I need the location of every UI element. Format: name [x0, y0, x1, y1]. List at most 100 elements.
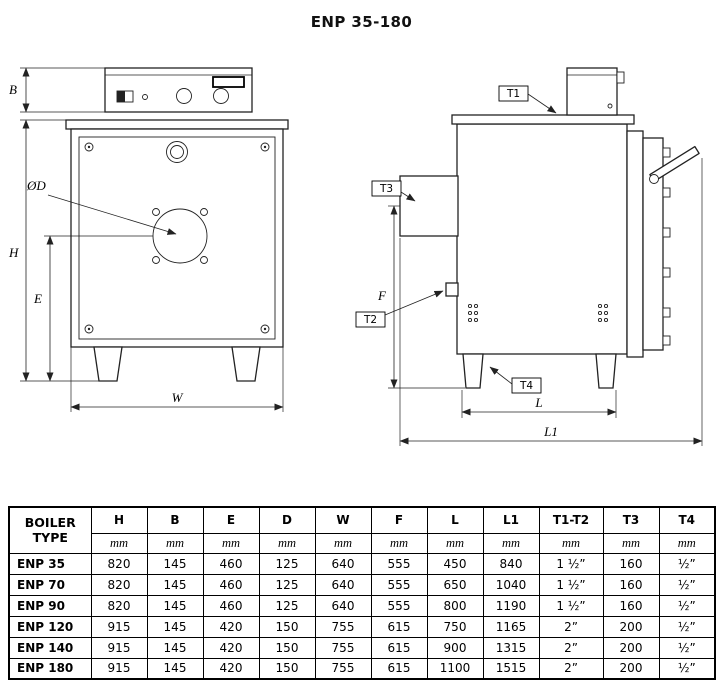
value-cell: 615: [370, 657, 428, 680]
control-panel-side: [566, 67, 625, 116]
front-dimensions: B H E W ØD: [8, 67, 284, 412]
unit-cell: mm: [314, 532, 372, 554]
panel-plate: [212, 76, 245, 88]
value-cell: 145: [146, 615, 204, 638]
value-cell: 145: [146, 594, 204, 617]
value-cell: 450: [426, 552, 484, 575]
thermostat-knob: [176, 88, 192, 104]
col-header-w: W: [314, 506, 372, 534]
value-cell: 1 ½”: [538, 552, 604, 575]
table-row: ENP 90 820 145 460 125 640 555 800 1190 …: [8, 594, 716, 617]
unit-cell: mm: [426, 532, 484, 554]
unit-cell: mm: [370, 532, 428, 554]
value-cell: 145: [146, 573, 204, 596]
dim-label-l: L: [534, 395, 542, 410]
value-cell: ½”: [658, 636, 716, 659]
front-view: B H E W ØD: [8, 67, 289, 412]
value-cell: 150: [258, 636, 316, 659]
value-cell: 200: [602, 657, 660, 680]
col-header-t1-t2: T1-T2: [538, 506, 604, 534]
type-cell: ENP 70: [8, 573, 92, 596]
return-connection: [445, 282, 459, 297]
lever-pivot: [649, 174, 659, 184]
indicator-lamp: [142, 94, 148, 100]
value-cell: 820: [90, 573, 148, 596]
value-cell: 1165: [482, 615, 540, 638]
t1-tag-box: [498, 85, 529, 102]
value-cell: 145: [146, 552, 204, 575]
dim-label-e: E: [33, 291, 42, 306]
value-cell: 125: [258, 573, 316, 596]
value-cell: 160: [602, 594, 660, 617]
dim-label-f: F: [377, 288, 387, 303]
value-cell: 1 ½”: [538, 573, 604, 596]
col-header-f: F: [370, 506, 428, 534]
value-cell: 200: [602, 615, 660, 638]
table-row: ENP 35 820 145 460 125 640 555 450 840 1…: [8, 552, 716, 575]
legs-side: [462, 353, 617, 389]
t4-tag: T4: [519, 380, 533, 392]
value-cell: 900: [426, 636, 484, 659]
burner-door-flange: [626, 130, 700, 358]
dim-label-l1: L1: [543, 424, 558, 439]
value-cell: 2”: [538, 636, 604, 659]
col-header-t3: T3: [602, 506, 660, 534]
unit-cell: mm: [482, 532, 540, 554]
value-cell: 915: [90, 657, 148, 680]
value-cell: 915: [90, 636, 148, 659]
value-cell: 1315: [482, 636, 540, 659]
col-header-l: L: [426, 506, 484, 534]
value-cell: 555: [370, 552, 428, 575]
table-row: ENP 70 820 145 460 125 640 555 650 1040 …: [8, 573, 716, 596]
value-cell: 640: [314, 573, 372, 596]
dim-label-b: B: [9, 82, 17, 97]
legs-front: [93, 346, 261, 382]
side-dimensions: F L L1: [377, 158, 703, 446]
value-cell: 1515: [482, 657, 540, 680]
value-cell: 1 ½”: [538, 594, 604, 617]
value-cell: 800: [426, 594, 484, 617]
value-cell: 555: [370, 594, 428, 617]
value-cell: 755: [314, 636, 372, 659]
top-plate-side: [451, 114, 635, 125]
connection-tags: T1 T3 T2 T4: [355, 85, 557, 394]
type-cell: ENP 180: [8, 657, 92, 680]
value-cell: 460: [202, 573, 260, 596]
thermostat-knob: [213, 88, 229, 104]
dim-label-w: W: [172, 390, 184, 405]
type-cell: ENP 140: [8, 636, 92, 659]
value-cell: 420: [202, 657, 260, 680]
dim-label-h: H: [8, 245, 19, 260]
value-cell: 820: [90, 552, 148, 575]
value-cell: 615: [370, 615, 428, 638]
value-cell: ½”: [658, 615, 716, 638]
unit-cell: mm: [538, 532, 604, 554]
boiler-body-front: [65, 119, 289, 382]
table-row: ENP 120 915 145 420 150 755 615 750 1165…: [8, 615, 716, 638]
t3-tag-box: [371, 180, 402, 197]
control-panel: [104, 67, 253, 113]
value-cell: 150: [258, 657, 316, 680]
value-cell: ½”: [658, 594, 716, 617]
value-cell: ½”: [658, 573, 716, 596]
value-cell: 160: [602, 552, 660, 575]
t2-tag-box: [355, 311, 386, 328]
col-header-b: B: [146, 506, 204, 534]
unit-cell: mm: [258, 532, 316, 554]
type-cell: ENP 90: [8, 594, 92, 617]
value-cell: 1100: [426, 657, 484, 680]
value-cell: 2”: [538, 615, 604, 638]
value-cell: 460: [202, 594, 260, 617]
unit-cell: mm: [90, 532, 148, 554]
value-cell: 125: [258, 594, 316, 617]
value-cell: 460: [202, 552, 260, 575]
value-cell: 840: [482, 552, 540, 575]
value-cell: 420: [202, 636, 260, 659]
value-cell: 750: [426, 615, 484, 638]
col-header-h: H: [90, 506, 148, 534]
side-view: T1 T3 T2 T4 F: [355, 67, 703, 446]
value-cell: 2”: [538, 657, 604, 680]
value-cell: 640: [314, 594, 372, 617]
value-cell: 420: [202, 615, 260, 638]
